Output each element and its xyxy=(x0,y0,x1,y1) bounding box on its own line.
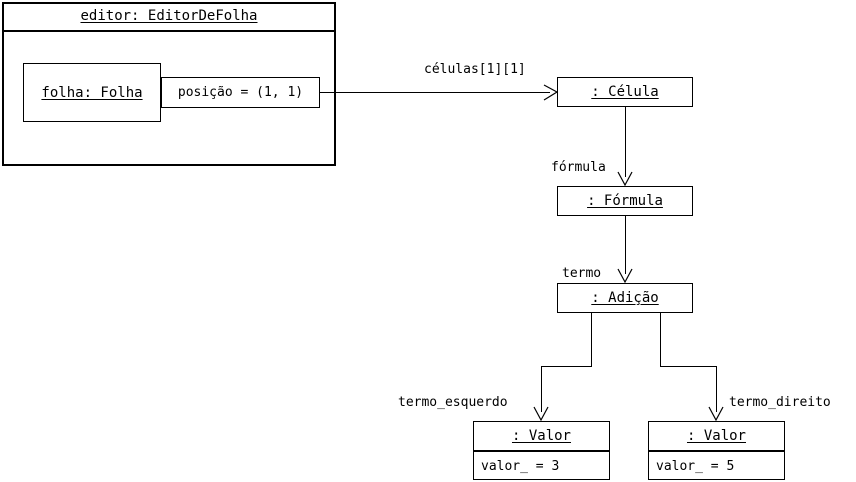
valor-direito-attribute-text: valor_ = 5 xyxy=(656,458,735,474)
valor-esquerdo-attribute-text: valor_ = 3 xyxy=(481,458,560,474)
valor-esquerdo-object-name: : Valor xyxy=(473,421,610,450)
edge-label-celulas-text: células[1][1] xyxy=(424,62,526,77)
formula-object-name-text: : Fórmula xyxy=(587,193,663,209)
folha-object-name: folha: Folha xyxy=(23,63,161,122)
link-line-termo-esquerdo-bend xyxy=(541,366,592,367)
object-box-folha[interactable] xyxy=(23,63,161,122)
valor-esquerdo-object-name-text: : Valor xyxy=(511,427,571,444)
link-arrowhead-termo xyxy=(617,268,633,284)
link-arrowhead-formula xyxy=(617,171,633,187)
link-line-termo-direito-bend xyxy=(660,366,717,367)
celula-object-name-text: : Célula xyxy=(591,84,659,100)
valor-esquerdo-attribute: valor_ = 3 xyxy=(473,452,610,480)
formula-object-name: : Fórmula xyxy=(557,186,693,216)
celula-object-name: : Célula xyxy=(557,77,693,107)
link-arrowhead-termo-esquerdo xyxy=(533,406,549,422)
editor-title-divider xyxy=(2,30,336,32)
edge-label-celulas: células[1][1] xyxy=(424,62,526,77)
valor-esquerdo-divider xyxy=(473,450,610,452)
object-box-adicao[interactable] xyxy=(557,283,693,313)
edge-label-termo-esquerdo: termo_esquerdo xyxy=(398,395,508,410)
valor-direito-attribute: valor_ = 5 xyxy=(648,452,785,480)
edge-label-formula: fórmula xyxy=(551,160,606,175)
link-attribute-posicao-text: posição = (1, 1) xyxy=(177,85,304,100)
edge-label-termo-direito: termo_direito xyxy=(729,395,831,410)
link-line-celulas xyxy=(320,92,550,93)
valor-direito-object-name: : Valor xyxy=(648,421,785,450)
link-line-termo-esquerdo-drop xyxy=(591,313,592,366)
adicao-object-name: : Adição xyxy=(557,283,693,313)
editor-object-name: editor: EditorDeFolha xyxy=(2,2,336,30)
link-arrowhead-termo-direito xyxy=(708,406,724,422)
valor-direito-divider xyxy=(648,450,785,452)
edge-label-termo-text: termo xyxy=(562,266,602,281)
object-box-formula[interactable] xyxy=(557,186,693,216)
object-box-celula[interactable] xyxy=(557,77,693,107)
link-line-termo xyxy=(625,216,626,274)
link-line-termo-direito-drop xyxy=(660,313,661,366)
valor-direito-object-name-text: : Valor xyxy=(686,427,746,444)
link-line-formula xyxy=(625,107,626,177)
edge-label-termo-direito-text: termo_direito xyxy=(729,395,831,410)
link-line-termo-esquerdo-down xyxy=(541,366,542,412)
link-line-termo-direito-down xyxy=(716,366,717,412)
folha-object-name-text: folha: Folha xyxy=(41,84,143,101)
edge-label-termo: termo xyxy=(562,266,601,281)
edge-label-formula-text: fórmula xyxy=(551,160,606,175)
link-attribute-box-posicao[interactable] xyxy=(161,77,320,108)
link-attribute-posicao: posição = (1, 1) xyxy=(161,77,320,108)
editor-object-name-text: editor: EditorDeFolha xyxy=(80,8,258,24)
adicao-object-name-text: : Adição xyxy=(591,290,659,306)
edge-label-termo-esquerdo-text: termo_esquerdo xyxy=(398,395,508,410)
